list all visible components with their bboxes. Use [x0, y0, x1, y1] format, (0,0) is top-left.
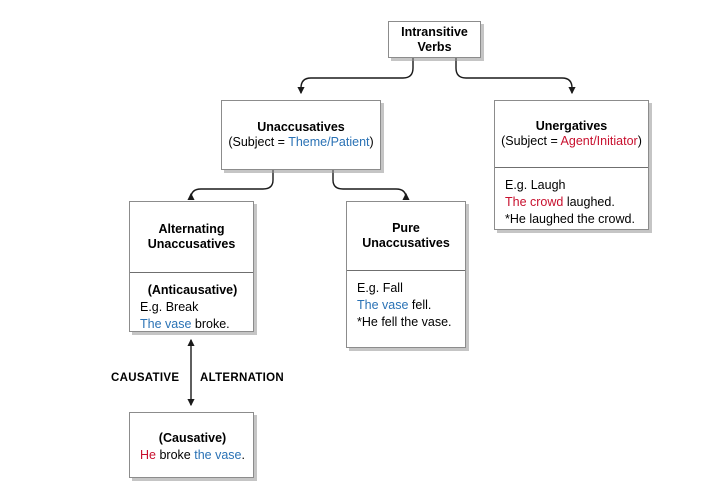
alternating-divider — [130, 272, 253, 273]
pure-example-label: E.g. Fall — [357, 281, 403, 295]
pure-example-ungrammatical: *He fell the vase. — [357, 315, 452, 329]
pure-example-predicate: fell. — [408, 298, 432, 312]
unaccusatives-subtitle-suffix: ) — [369, 135, 374, 149]
unergatives-example-predicate: laughed. — [563, 195, 615, 209]
pure-title-line2: Unaccusatives — [362, 236, 450, 250]
node-unaccusatives[interactable]: Unaccusatives (Subject = Theme/Patient) — [221, 100, 381, 170]
node-unaccusatives-title: Unaccusatives (Subject = Theme/Patient) — [222, 101, 380, 169]
node-pure-unaccusatives[interactable]: Pure Unaccusatives E.g. Fall The vase fe… — [346, 201, 466, 348]
alternating-title-line2: Unaccusatives — [147, 237, 236, 251]
unaccusatives-subtitle: (Subject = Theme/Patient) — [228, 135, 373, 150]
alternating-example-sentence: The vase broke. — [140, 316, 245, 333]
unaccusatives-title: Unaccusatives — [257, 120, 345, 134]
causative-example-end: . — [241, 447, 245, 462]
pure-title-line1: Pure — [392, 221, 420, 235]
alternating-title-line1: Alternating — [158, 222, 225, 236]
node-alternating-title: Alternating Unaccusatives — [130, 202, 253, 272]
node-causative-content: (Causative) He broke the vase. — [130, 413, 253, 477]
label-causative: CAUSATIVE — [111, 372, 180, 384]
unergatives-divider — [495, 167, 648, 168]
unergatives-example-label: E.g. Laugh — [505, 178, 566, 192]
pure-example-subject: The vase — [357, 298, 409, 312]
pure-example-grammatical: The vase fell. — [357, 297, 457, 314]
alternating-example-subject: The vase — [140, 317, 192, 331]
edge-unaccusatives-to-pure — [332, 170, 410, 201]
unergatives-example-subject: The crowd — [505, 195, 564, 209]
edge-unaccusatives-to-alternating — [187, 170, 274, 201]
node-intransitive-verbs[interactable]: Intransitive Verbs — [388, 21, 481, 58]
unergatives-subtitle: (Subject = Agent/Initiator) — [501, 134, 642, 149]
causative-example-object: the vase — [194, 447, 242, 462]
edge-intransitive-to-unaccusatives — [297, 58, 414, 95]
node-pure-title: Pure Unaccusatives — [347, 202, 465, 270]
label-alternation: ALTERNATION — [200, 372, 285, 384]
edge-intransitive-to-unergatives — [455, 58, 576, 95]
causative-example-verb: broke — [156, 447, 195, 462]
intransitive-title-line2: Verbs — [417, 39, 452, 54]
alternating-body-heading: (Anticausative) — [147, 283, 238, 297]
node-alternating-examples: (Anticausative) E.g. Break The vase brok… — [130, 273, 253, 332]
causative-example-sentence: He broke the vase. — [140, 447, 245, 464]
node-unergatives[interactable]: Unergatives (Subject = Agent/Initiator) … — [494, 100, 649, 230]
pure-divider — [347, 270, 465, 271]
unergatives-example-ungrammatical: *He laughed the crowd. — [505, 212, 635, 226]
node-intransitive-verbs-title: Intransitive Verbs — [389, 22, 480, 57]
unergatives-subtitle-prefix: (Subject = — [501, 134, 561, 148]
node-unergatives-title: Unergatives (Subject = Agent/Initiator) — [495, 101, 648, 167]
unergatives-subtitle-role: Agent/Initiator — [560, 134, 638, 148]
unaccusatives-subtitle-prefix: (Subject = — [228, 135, 289, 149]
causative-example-subject: He — [140, 447, 156, 462]
node-unergatives-examples: E.g. Laugh The crowd laughed. *He laughe… — [495, 168, 648, 230]
alternating-example-predicate: broke. — [191, 317, 230, 331]
unergatives-subtitle-suffix: ) — [637, 134, 642, 148]
unergatives-example-grammatical: The crowd laughed. — [505, 194, 640, 211]
unaccusatives-subtitle-role: Theme/Patient — [288, 135, 370, 149]
node-causative[interactable]: (Causative) He broke the vase. — [129, 412, 254, 478]
intransitive-title-line1: Intransitive — [401, 24, 468, 39]
unergatives-title: Unergatives — [535, 119, 608, 133]
node-alternating-unaccusatives[interactable]: Alternating Unaccusatives (Anticausative… — [129, 201, 254, 332]
node-pure-examples: E.g. Fall The vase fell. *He fell the va… — [347, 271, 465, 348]
causative-body-heading: (Causative) — [158, 430, 227, 445]
alternating-example-label: E.g. Break — [140, 300, 199, 314]
